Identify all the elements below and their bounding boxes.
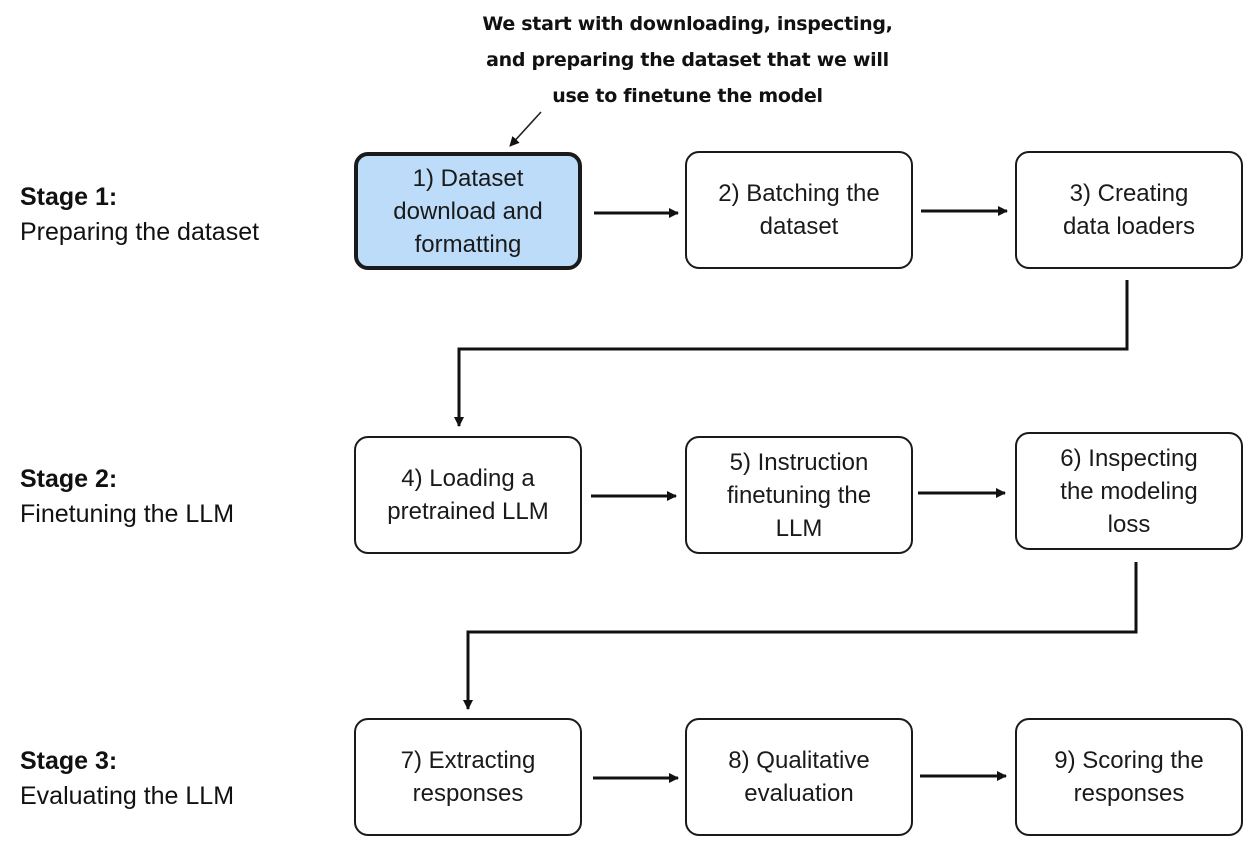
annotation-callout: We start with downloading, inspecting, a…: [435, 6, 940, 114]
stage-3-title: Stage 3:: [20, 747, 118, 775]
annotation-line-3: use to finetune the model: [552, 85, 823, 107]
step-6-box: 6) Inspecting the modeling loss: [1015, 432, 1243, 550]
step-3-box: 3) Creating data loaders: [1015, 151, 1243, 269]
step-3-line-1: 3) Creating: [1069, 180, 1189, 207]
step-4-box: 4) Loading a pretrained LLM: [354, 436, 582, 554]
step-6-line-1: 6) Inspecting: [1060, 444, 1198, 472]
annotation-line-1: We start with downloading, inspecting,: [482, 13, 893, 35]
step-1-box: 1) Dataset download and formatting: [354, 152, 582, 270]
stage-1-label: Stage 1: Preparing the dataset: [20, 180, 259, 250]
step-7-box: 7) Extracting responses: [354, 718, 582, 836]
step-5-box: 5) Instruction finetuning the LLM: [685, 436, 913, 554]
step-1-line-3: formatting: [414, 230, 522, 258]
step-9-line-2: responses: [1073, 780, 1185, 807]
step-5-line-1: 5) Instruction: [729, 448, 869, 476]
step-8-line-1: 8) Qualitative: [728, 747, 870, 774]
stage-1-subtitle: Preparing the dataset: [20, 218, 260, 246]
annotation-line-2: and preparing the dataset that we will: [486, 49, 889, 71]
stage-2-title: Stage 2:: [20, 465, 118, 493]
step-9-box: 9) Scoring the responses: [1015, 718, 1243, 836]
step-2-line-1: 2) Batching the: [718, 180, 880, 207]
stage-3-subtitle: Evaluating the LLM: [20, 782, 235, 810]
stage-2-subtitle: Finetuning the LLM: [20, 500, 235, 528]
arrow-6-to-7: [463, 562, 1138, 710]
step-6-line-2: the modeling: [1060, 477, 1198, 505]
step-6-line-3: loss: [1107, 510, 1151, 538]
step-5-line-2: finetuning the: [726, 481, 872, 509]
step-8-box: 8) Qualitative evaluation: [685, 718, 913, 836]
stage-2-label: Stage 2: Finetuning the LLM: [20, 462, 234, 532]
annotation-pointer-arrow: [509, 111, 542, 147]
step-7-line-1: 7) Extracting: [400, 747, 536, 774]
stage-1-title: Stage 1:: [20, 183, 118, 211]
step-7-line-2: responses: [412, 780, 524, 807]
step-1-line-1: 1) Dataset: [412, 164, 524, 192]
arrow-3-to-4: [454, 280, 1129, 427]
step-9-line-1: 9) Scoring the: [1054, 747, 1204, 774]
stage-3-label: Stage 3: Evaluating the LLM: [20, 744, 234, 814]
step-5-line-3: LLM: [775, 514, 823, 542]
step-1-line-2: download and: [393, 197, 543, 225]
step-2-line-2: dataset: [759, 213, 839, 240]
step-4-line-1: 4) Loading a: [401, 465, 535, 492]
step-3-line-2: data loaders: [1062, 213, 1196, 240]
step-4-line-2: pretrained LLM: [387, 498, 549, 525]
step-8-line-2: evaluation: [744, 780, 854, 807]
step-2-box: 2) Batching the dataset: [685, 151, 913, 269]
